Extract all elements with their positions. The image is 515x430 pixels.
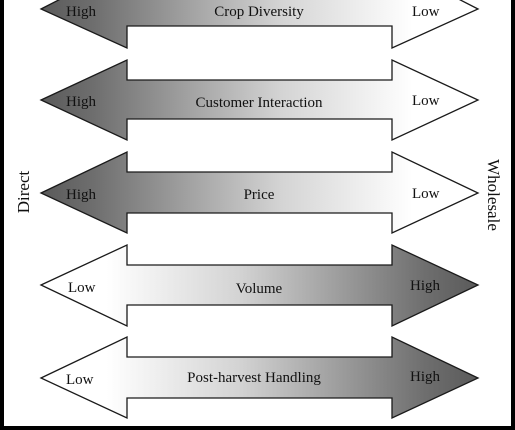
customer-interaction-title: Customer Interaction	[195, 95, 323, 111]
volume-title: Volume	[235, 281, 283, 297]
arrow-customer-interaction	[39, 58, 480, 142]
volume-right-label: High	[410, 278, 440, 294]
wholesale-side-label: Wholesale	[484, 159, 503, 231]
crop-diversity-left-label: High	[66, 4, 96, 20]
band-post-harvest	[128, 399, 391, 417]
customer-interaction-right-label: Low	[412, 93, 440, 109]
band-customer-interaction	[128, 120, 391, 139]
arrow-post-harvest-handling	[39, 335, 480, 420]
price-left-label: High	[66, 187, 96, 203]
band-price	[128, 214, 391, 232]
post-harvest-left-label: Low	[66, 372, 94, 388]
post-harvest-title: Post-harvest Handling	[187, 370, 321, 386]
band-volume	[128, 306, 391, 325]
band-crop-diversity	[128, 27, 391, 47]
customer-interaction-left-label: High	[66, 94, 96, 110]
direct-side-label: Direct	[14, 170, 33, 214]
price-right-label: Low	[412, 186, 440, 202]
price-title: Price	[243, 187, 275, 203]
volume-left-label: Low	[68, 280, 96, 296]
crop-diversity-title: Crop Diversity	[214, 4, 304, 20]
arrow-crop-diversity	[39, 0, 480, 50]
crop-diversity-right-label: Low	[412, 4, 440, 20]
arrows-canvas	[39, 0, 480, 420]
arrow-price	[39, 150, 480, 235]
arrow-volume	[39, 243, 480, 328]
post-harvest-right-label: High	[410, 369, 440, 385]
